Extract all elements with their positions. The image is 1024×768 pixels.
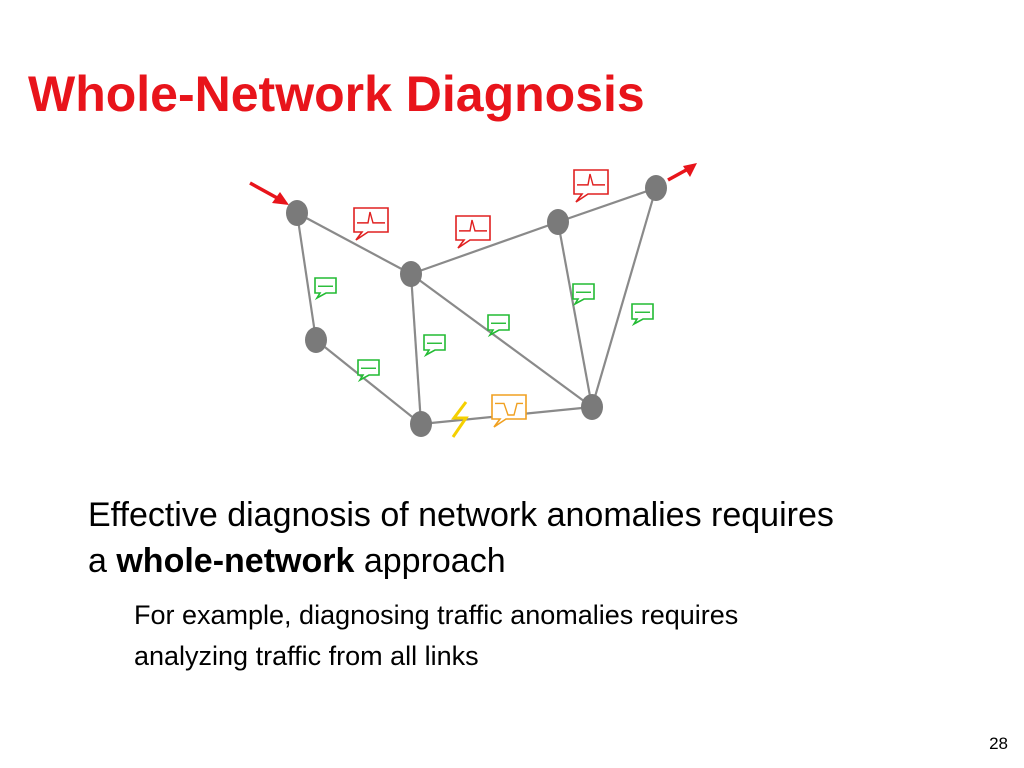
main-statement-line-2: a whole-network approach <box>88 538 834 584</box>
flat-callout-icon <box>357 359 380 383</box>
link-n1-n2 <box>296 212 412 275</box>
spike-callout-icon <box>573 169 609 203</box>
flat-callout-icon <box>572 283 595 307</box>
network-links <box>295 186 658 426</box>
node-n2 <box>400 261 422 287</box>
traffic-arrows <box>249 163 697 205</box>
main-statement-suffix: approach <box>354 542 506 580</box>
page-number: 28 <box>989 734 1008 753</box>
link-callouts <box>314 169 654 428</box>
link-n4-n6 <box>315 339 422 425</box>
slide-title: Whole-Network Diagnosis <box>28 66 645 122</box>
link-n3-n7 <box>556 221 594 408</box>
example-statement: For example, diagnosing traffic anomalie… <box>134 595 738 677</box>
main-statement-prefix: a <box>88 542 117 580</box>
example-statement-line-1: For example, diagnosing traffic anomalie… <box>134 600 739 630</box>
main-statement: Effective diagnosis of network anomalies… <box>88 492 834 584</box>
network-nodes <box>286 175 667 437</box>
node-n4 <box>305 327 327 353</box>
flat-callout-icon <box>631 303 654 327</box>
link-n5-n7 <box>590 187 658 408</box>
flat-callout-icon <box>314 277 337 301</box>
link-n2-n7 <box>410 273 593 408</box>
link-n1-n4 <box>295 212 318 341</box>
link-n2-n6 <box>409 273 423 425</box>
main-statement-emphasis: whole-network <box>116 542 355 580</box>
node-n7 <box>581 394 603 420</box>
link-n2-n3 <box>410 220 559 276</box>
dip-callout-icon <box>491 394 527 428</box>
flat-callout-icon <box>423 334 446 358</box>
flat-callout-icon <box>487 314 510 338</box>
ingress-arrow-icon <box>249 181 289 205</box>
example-statement-line-2: analyzing traffic from all links <box>134 641 479 671</box>
node-n5 <box>645 175 667 201</box>
node-n1 <box>286 200 308 226</box>
spike-callout-icon <box>455 215 491 249</box>
network-diagram <box>249 163 697 438</box>
link-n3-n5 <box>557 186 657 224</box>
node-n3 <box>547 209 569 235</box>
main-statement-line-1: Effective diagnosis of network anomalies… <box>88 496 834 534</box>
spike-callout-icon <box>353 207 389 241</box>
lightning-bolt-icon <box>451 401 469 438</box>
egress-arrow-icon <box>667 163 697 182</box>
node-n6 <box>410 411 432 437</box>
